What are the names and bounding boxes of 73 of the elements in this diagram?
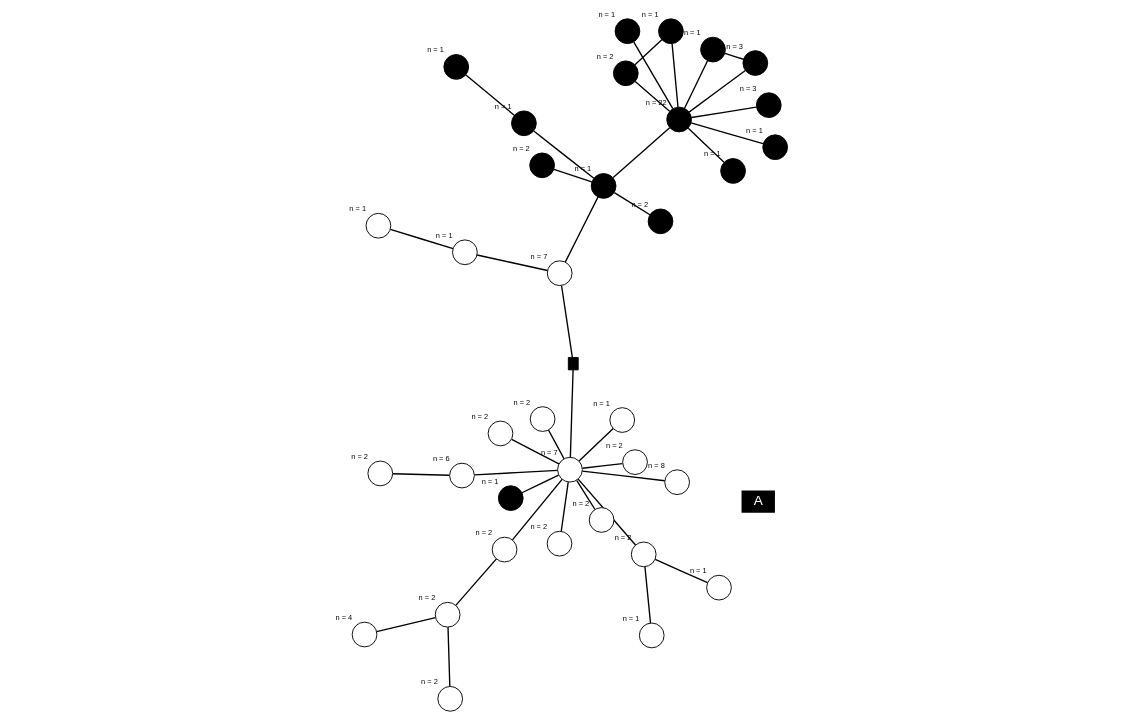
node-circle: [528, 152, 555, 179]
connector: [560, 284, 573, 359]
connector: [577, 427, 614, 462]
connector: [391, 473, 450, 476]
connector: [643, 566, 651, 624]
node-circle: [529, 406, 555, 432]
connector: [547, 429, 565, 460]
connector: [454, 558, 497, 607]
node-circle: [448, 462, 475, 489]
node-circle: [705, 574, 732, 601]
connector: [510, 438, 560, 465]
node-circle: [556, 456, 583, 483]
connector: [475, 254, 548, 272]
connector: [520, 474, 559, 494]
connector: [564, 196, 599, 263]
node-circle: [657, 18, 684, 45]
connector: [473, 469, 558, 476]
node-circle: [510, 110, 537, 137]
node-circle: [665, 106, 692, 133]
node-circle: [588, 507, 614, 533]
node-circle: [608, 407, 635, 433]
connector: [511, 478, 563, 541]
connector: [375, 616, 436, 633]
connector: [613, 191, 651, 216]
node-circle: [719, 158, 746, 184]
connector: [575, 479, 596, 511]
node-circle: [663, 469, 690, 496]
node-circle: [487, 420, 513, 447]
connector: [634, 80, 670, 112]
connector: [581, 462, 623, 469]
node-circle: [742, 50, 768, 76]
node-circle: [630, 541, 657, 568]
connector: [560, 481, 569, 532]
connector: [670, 42, 679, 108]
connector: [581, 470, 665, 482]
node-circle: [647, 208, 673, 235]
node-circle: [755, 92, 782, 118]
node-circle: [638, 622, 665, 649]
node-circle: [351, 621, 377, 648]
connector: [687, 69, 746, 113]
connector: [687, 127, 725, 164]
node-circle: [497, 485, 524, 511]
node-circle: [436, 686, 463, 712]
node-circle: [451, 239, 478, 266]
connector: [690, 106, 757, 119]
connector: [552, 168, 592, 183]
node-circle: [442, 54, 469, 80]
node-circle: [612, 60, 639, 87]
node-circle: [761, 134, 788, 161]
connector: [532, 130, 594, 179]
connector: [633, 39, 662, 66]
connector: [464, 74, 515, 116]
node-circle: [614, 18, 640, 45]
node-circle: [699, 36, 726, 63]
node-circle: [491, 536, 517, 563]
connector: [723, 52, 744, 60]
node-box: [567, 357, 579, 371]
connector: [569, 369, 574, 458]
node-circle: [590, 173, 616, 199]
connector: [389, 228, 454, 250]
connector: [689, 122, 764, 145]
connector: [654, 558, 708, 584]
node-circle: [546, 260, 573, 287]
connector: [683, 60, 708, 109]
label: A: [753, 493, 763, 508]
node-circle: [546, 530, 572, 557]
connector: [612, 127, 670, 179]
node-circle: [366, 460, 393, 487]
connector: [632, 41, 673, 110]
node-circle: [365, 212, 391, 239]
node-circle: [621, 449, 648, 475]
connector: [446, 626, 450, 688]
node-circle: [434, 601, 460, 628]
